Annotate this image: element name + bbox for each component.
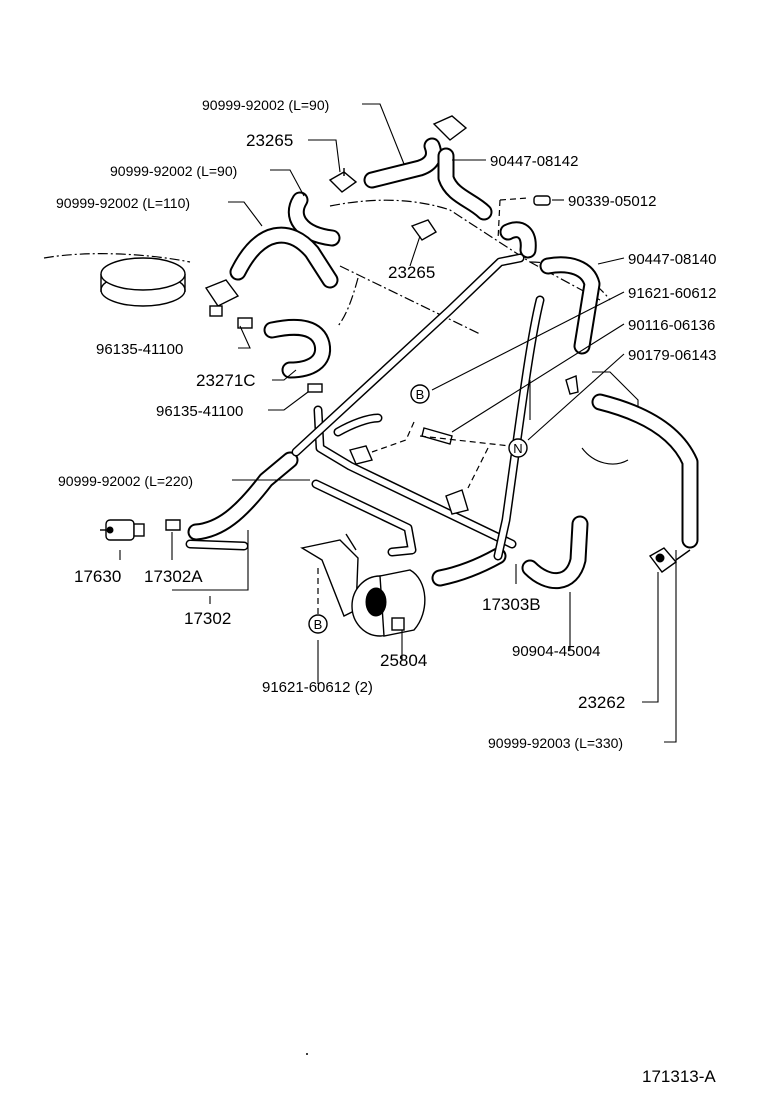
charcoal-canister-25804	[351, 569, 426, 637]
label-valve-23262: 23262	[578, 693, 625, 712]
leader-lines	[119, 103, 677, 743]
label-clip-96135-a: 96135-41100	[96, 341, 183, 358]
label-nut-90179: 90179-06143	[628, 347, 716, 364]
label-clip-90447-08140: 90447-08140	[628, 251, 716, 268]
label-hose-90904: 90904-45004	[512, 643, 600, 660]
label-stud-90116: 90116-06136	[628, 317, 715, 334]
small-parts	[100, 115, 691, 637]
callout-n-text: N	[513, 441, 522, 456]
label-valve-23265-mid: 23265	[388, 263, 435, 282]
figure-id: 171313-A	[642, 1067, 716, 1086]
label-clamp-17302a: 17302A	[144, 567, 203, 586]
vacuum-pipes	[185, 253, 545, 561]
label-hose-l90-b: 90999-92002 (L=90)	[110, 163, 237, 179]
callout-b-lower: B	[308, 614, 328, 634]
vsv-23262	[648, 547, 691, 573]
label-plug-90339: 90339-05012	[568, 193, 656, 210]
label-bolt-91621: 91621-60612	[628, 285, 716, 302]
label-bolt-91621-2: 91621-60612 (2)	[262, 679, 373, 696]
callout-b-lower-text: B	[314, 617, 323, 632]
label-clip-96135-b: 96135-41100	[156, 403, 243, 420]
label-pipe-17303b: 17303B	[482, 595, 541, 614]
speck	[306, 1053, 308, 1055]
callout-b-upper-text: B	[416, 387, 425, 402]
label-hose-top-l90: 90999-92002 (L=90)	[202, 97, 329, 113]
label-hose-l330: 90999-92003 (L=330)	[488, 735, 623, 751]
label-hose-l110: 90999-92002 (L=110)	[56, 195, 190, 211]
label-pipe-23271c: 23271C	[196, 371, 256, 390]
label-hose-l220: 90999-92002 (L=220)	[58, 473, 193, 489]
label-vsv-17630: 17630	[74, 567, 121, 586]
label-pipe-17302: 17302	[184, 609, 231, 628]
callout-b-upper: B	[410, 384, 430, 404]
label-clip-90447-08142: 90447-08142	[490, 153, 578, 170]
engine-outline	[43, 199, 639, 465]
air-cleaner-body	[100, 257, 186, 307]
hoses	[187, 137, 699, 590]
part-labels: 90999-92002 (L=90) 23265 90999-92002 (L=…	[56, 97, 716, 1086]
label-canister-25804: 25804	[380, 651, 427, 670]
label-valve-23265-top: 23265	[246, 131, 293, 150]
callout-n: N	[508, 438, 528, 458]
vsv-17630	[100, 519, 145, 541]
